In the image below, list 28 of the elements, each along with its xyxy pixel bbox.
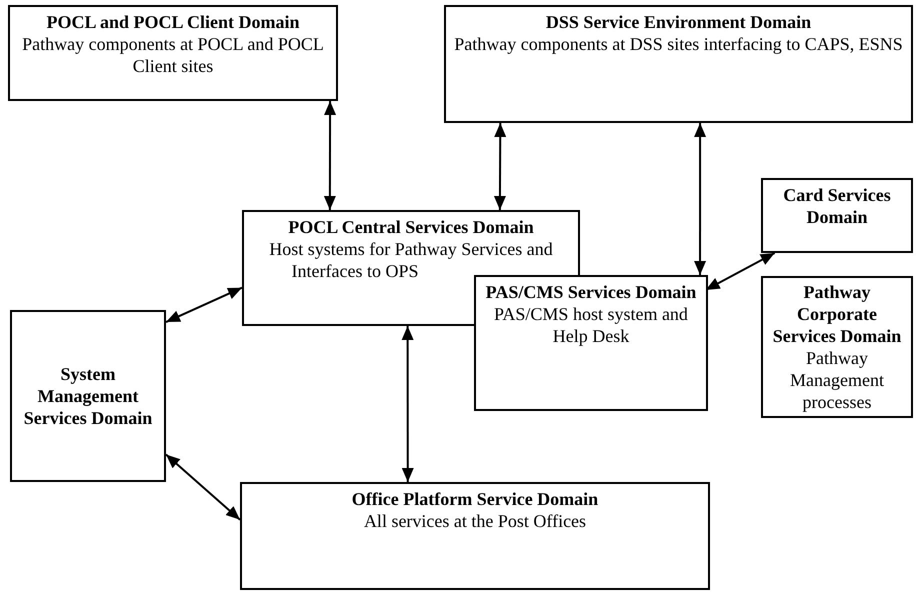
domain-description: Pathway Management processes xyxy=(789,347,885,413)
double-arrow xyxy=(705,252,776,291)
domain-title: POCL and POCL Client Domain xyxy=(45,11,301,33)
domain-title: Pathway Corporate Services Domain xyxy=(772,281,902,347)
double-arrow xyxy=(494,123,506,210)
domain-description: Pathway components at DSS sites interfacing to CAPS, ESNS xyxy=(453,33,904,55)
domain-box xyxy=(761,276,913,418)
domain-title: System Management Services Domain xyxy=(22,363,154,429)
domain-box xyxy=(10,310,166,482)
double-arrow xyxy=(166,286,242,323)
double-arrow xyxy=(324,101,336,210)
domain-box xyxy=(240,482,710,590)
domain-description: All services at the Post Offices xyxy=(362,510,588,532)
domain-description: Host systems for Pathway Services and Interfaces to OPS xyxy=(268,238,554,282)
domain-description: Pathway components at POCL and POCL Client sites xyxy=(21,33,325,77)
domain-description: PAS/CMS host system and Help Desk xyxy=(493,303,689,347)
domain-title: PAS/CMS Services Domain xyxy=(484,281,698,303)
domain-title: Card Services Domain xyxy=(782,184,892,228)
domain-box xyxy=(444,5,913,123)
double-arrow xyxy=(165,454,241,521)
domain-box xyxy=(474,275,708,411)
domain-title: POCL Central Services Domain xyxy=(287,216,535,238)
domain-box xyxy=(8,5,338,101)
domain-box xyxy=(761,178,913,253)
domain-title: Office Platform Service Domain xyxy=(350,488,600,510)
double-arrow xyxy=(402,326,414,482)
double-arrow xyxy=(694,123,706,275)
domain-title: DSS Service Environment Domain xyxy=(544,11,812,33)
